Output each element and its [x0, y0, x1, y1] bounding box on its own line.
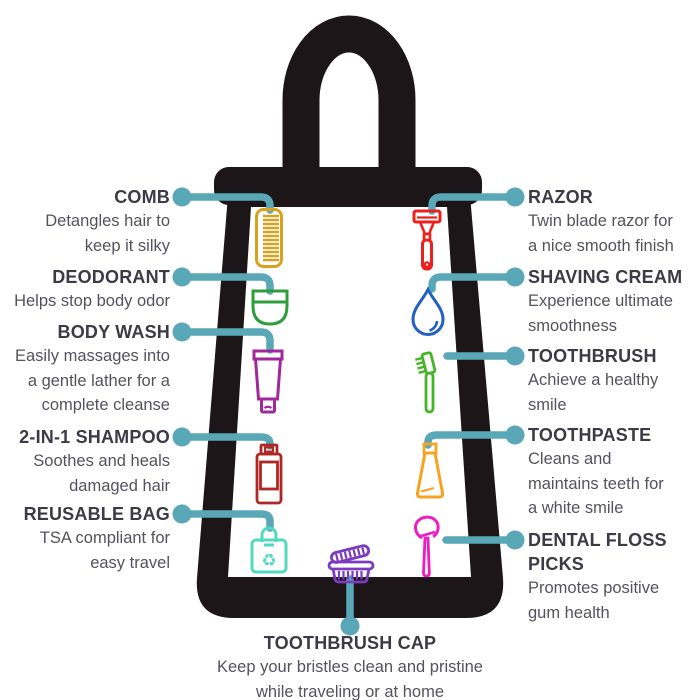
item-deodorant-label: DEODORANT: [52, 267, 170, 287]
item-reusable-bag-desc-line: easy travel: [90, 553, 170, 572]
connector-deodorant: [178, 273, 274, 295]
item-shampoo-desc-line: damaged hair: [69, 476, 170, 495]
item-reusable-bag-label: REUSABLE BAG: [23, 504, 170, 524]
connector-dot: [505, 267, 525, 287]
toothbrush-cap-icon: [327, 544, 375, 584]
item-razor-desc-line: a nice smooth finish: [528, 236, 674, 255]
connector-comb: [178, 193, 274, 214]
toothbrush-icon: [415, 351, 437, 414]
item-toothbrush-cap-desc-line: Keep your bristles clean and pristine: [217, 658, 483, 676]
connector-shaving-cream: [428, 273, 519, 293]
recycle-icon: ♻: [261, 551, 276, 570]
item-toothbrush-cap: TOOTHBRUSH CAP Keep your bristles clean …: [0, 631, 700, 700]
item-comb-desc-line: Detangles hair to: [45, 212, 170, 230]
item-reusable-bag: REUSABLE BAG TSA compliant for easy trav…: [24, 502, 170, 575]
item-toothbrush-label: TOOTHBRUSH: [528, 346, 657, 366]
item-body-wash-desc-line: Easily massages into: [15, 347, 170, 365]
razor-icon: [412, 209, 442, 271]
connector-razor: [428, 193, 519, 215]
deodorant-icon: [251, 289, 289, 326]
item-toothpaste-desc-line: Cleans and: [528, 450, 612, 468]
item-body-wash-desc-line: complete cleanse: [41, 396, 170, 414]
connector-dot: [505, 425, 525, 445]
toothpaste-icon: [415, 442, 445, 499]
item-comb: COMB Detangles hair to keep it silky: [45, 185, 170, 258]
connector-dot: [172, 427, 192, 447]
item-toothbrush-desc-line: Achieve a healthy: [528, 371, 659, 389]
item-deodorant-desc-line: Helps stop body odor: [14, 292, 170, 310]
connector-toothpaste: [424, 431, 519, 449]
shaving-cream-drop-icon: [411, 287, 445, 336]
bag-body: [196, 195, 504, 618]
item-shampoo-desc-line: Soothes and heals: [33, 452, 170, 470]
item-shaving-cream-label: SHAVING CREAM: [528, 267, 683, 287]
item-razor: RAZOR Twin blade razor for a nice smooth…: [528, 185, 674, 258]
item-body-wash-desc-line: a gentle lather for a: [27, 371, 170, 390]
dental-floss-pick-icon: [413, 515, 440, 578]
item-toothpaste-label: TOOTHPASTE: [528, 425, 652, 445]
connector-dot: [172, 187, 192, 207]
body-wash-icon: [252, 349, 284, 414]
item-comb-desc-line: keep it silky: [84, 236, 170, 255]
item-comb-label: COMB: [114, 187, 170, 207]
connector-dot: [172, 322, 192, 342]
item-toothbrush-cap-label: TOOTHBRUSH CAP: [263, 633, 437, 653]
item-shaving-cream: SHAVING CREAM Experience ultimate smooth…: [528, 265, 682, 338]
item-toothpaste-desc-line: maintains teeth for: [528, 474, 664, 493]
connector-dot: [505, 530, 525, 550]
item-toothpaste: TOOTHPASTE Cleans and maintains teeth fo…: [528, 423, 664, 521]
item-shampoo-label: 2-IN-1 SHAMPOO: [19, 427, 170, 447]
item-dental-floss-picks-desc-line: Promotes positive: [528, 579, 660, 597]
item-shampoo: 2-IN-1 SHAMPOO Soothes and heals damaged…: [19, 425, 170, 498]
item-toothbrush: TOOTHBRUSH Achieve a healthy smile: [528, 344, 658, 417]
item-razor-desc-line: Twin blade razor for: [528, 212, 673, 230]
connector-dot: [505, 187, 525, 207]
item-shaving-cream-desc-line: Experience ultimate: [528, 292, 673, 310]
connector-body-wash: [178, 328, 274, 354]
connector-reusable-bag: [178, 510, 274, 532]
item-reusable-bag-desc-line: TSA compliant for: [39, 529, 170, 547]
bag-handle: [282, 15, 416, 178]
item-body-wash-label: BODY WASH: [57, 322, 170, 342]
connector-dot: [340, 616, 360, 636]
connector-dot: [172, 267, 192, 287]
item-dental-floss-picks-desc-line: gum health: [528, 603, 610, 622]
item-toothbrush-cap-desc-line: while traveling or at home: [255, 682, 444, 700]
item-body-wash: BODY WASH Easily massages into a gentle …: [15, 320, 170, 418]
item-toothpaste-desc-line: a white smile: [528, 499, 624, 517]
connector-dot: [172, 504, 192, 524]
item-deodorant: DEODORANT Helps stop body odor: [14, 265, 170, 314]
item-razor-label: RAZOR: [528, 187, 593, 207]
shampoo-icon: [255, 443, 283, 505]
item-dental-floss-picks: DENTAL FLOSS PICKS Promotes positive gum…: [528, 528, 667, 625]
item-dental-floss-picks-label: PICKS: [528, 554, 585, 574]
comb-icon: [255, 208, 283, 268]
item-toothbrush-desc-line: smile: [528, 395, 567, 414]
connector-dot: [505, 346, 525, 366]
reusable-bag-icon: ♻: [250, 526, 288, 574]
item-shaving-cream-desc-line: smoothness: [528, 316, 617, 335]
item-dental-floss-picks-label: DENTAL FLOSS: [528, 530, 667, 550]
